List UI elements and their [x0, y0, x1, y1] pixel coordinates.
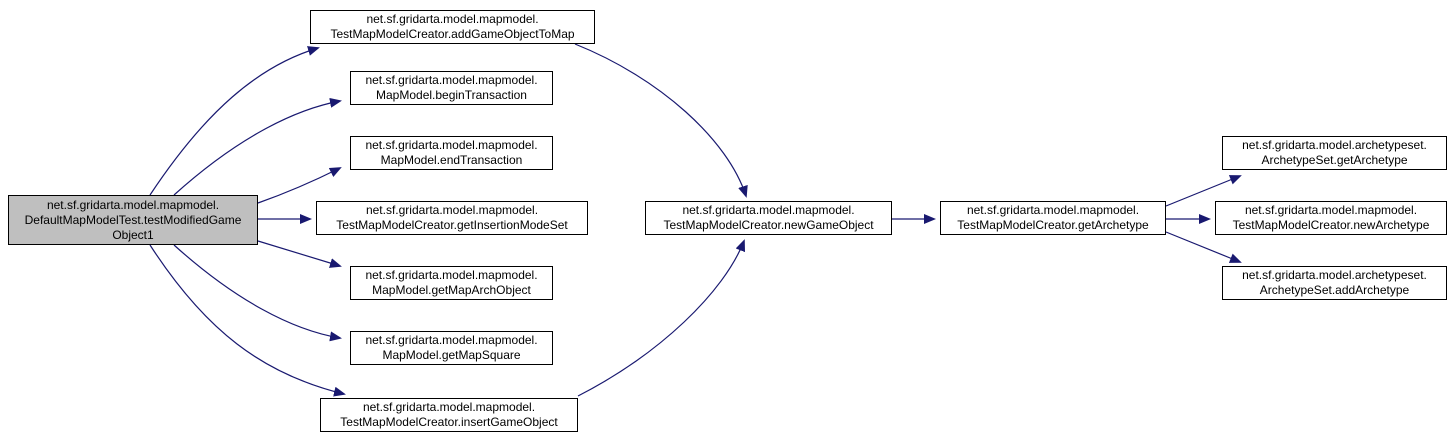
node-label-line: net.sf.gridarta.model.archetypeset.: [1242, 268, 1427, 282]
node-insertGameObject[interactable]: net.sf.gridarta.model.mapmodel. TestMapM…: [320, 398, 578, 432]
node-label-line: net.sf.gridarta.model.mapmodel.: [366, 12, 539, 26]
node-getInsertionModeSet[interactable]: net.sf.gridarta.model.mapmodel. TestMapM…: [316, 201, 588, 235]
node-label-line: MapModel.beginTransaction: [376, 88, 527, 102]
edge-getArchetype-archetypeSetAddArchetype: [1165, 231, 1242, 263]
node-label-line: MapModel.endTransaction: [380, 153, 523, 167]
edge-testModifiedGameObject1-addGameObjectToMap: [149, 46, 320, 196]
node-label-line: net.sf.gridarta.model.mapmodel.: [1244, 203, 1418, 217]
edge-testModifiedGameObject1-insertGameObject: [149, 244, 346, 397]
node-getMapSquare[interactable]: net.sf.gridarta.model.mapmodel. MapModel…: [350, 331, 553, 365]
node-label-line: net.sf.gridarta.model.archetypeset.: [1242, 138, 1427, 152]
node-label-line: net.sf.gridarta.model.mapmodel.: [365, 203, 539, 217]
node-label-line: TestMapModelCreator.insertGameObject: [340, 415, 558, 429]
node-label-line: net.sf.gridarta.model.mapmodel.: [682, 203, 855, 217]
node-label-line: net.sf.gridarta.model.mapmodel.: [46, 197, 220, 212]
edge-addGameObjectToMap-newGameObject: [574, 43, 748, 198]
node-label-line: TestMapModelCreator.getInsertionModeSet: [336, 218, 568, 232]
edge-insertGameObject-newGameObject: [577, 239, 745, 397]
node-label-line: net.sf.gridarta.model.mapmodel.: [365, 333, 538, 347]
node-label-line: TestMapModelCreator.newGameObject: [663, 218, 874, 232]
node-label-line: MapModel.getMapArchObject: [372, 283, 531, 297]
node-label-line: ArchetypeSet.getArchetype: [1261, 153, 1408, 167]
edge-testModifiedGameObject1-endTransaction: [257, 167, 342, 204]
node-label-line: net.sf.gridarta.model.mapmodel.: [365, 268, 538, 282]
edge-getArchetype-archetypeSetGetArchetype: [1165, 175, 1242, 207]
node-testModifiedGameObject1: net.sf.gridarta.model.mapmodel. DefaultM…: [8, 195, 258, 245]
node-getArchetype[interactable]: net.sf.gridarta.model.mapmodel. TestMapM…: [940, 201, 1166, 235]
node-newGameObject[interactable]: net.sf.gridarta.model.mapmodel. TestMapM…: [645, 201, 892, 235]
node-label-line: TestMapModelCreator.addGameObjectToMap: [330, 27, 575, 41]
edge-testModifiedGameObject1-getMapSquare: [173, 244, 342, 342]
node-label-line: net.sf.gridarta.model.mapmodel.: [362, 400, 536, 414]
node-getMapArchObject[interactable]: net.sf.gridarta.model.mapmodel. MapModel…: [350, 266, 553, 300]
node-addGameObjectToMap[interactable]: net.sf.gridarta.model.mapmodel. TestMapM…: [310, 10, 595, 44]
node-label-line: DefaultMapModelTest.testModifiedGame: [24, 212, 242, 227]
node-label-line: net.sf.gridarta.model.mapmodel.: [966, 203, 1140, 217]
node-label-line: net.sf.gridarta.model.mapmodel.: [365, 73, 538, 87]
node-label-line: TestMapModelCreator.newArchetype: [1232, 218, 1430, 232]
node-archetypeSetAddArchetype[interactable]: net.sf.gridarta.model.archetypeset. Arch…: [1222, 266, 1447, 300]
node-label-line: MapModel.getMapSquare: [382, 348, 521, 362]
node-label-line: TestMapModelCreator.getArchetype: [957, 218, 1149, 232]
edge-testModifiedGameObject1-getMapArchObject: [257, 240, 342, 268]
edge-testModifiedGameObject1-beginTransaction: [173, 97, 342, 196]
node-endTransaction[interactable]: net.sf.gridarta.model.mapmodel. MapModel…: [350, 136, 553, 170]
node-archetypeSetGetArchetype[interactable]: net.sf.gridarta.model.archetypeset. Arch…: [1222, 136, 1447, 170]
node-label-line: net.sf.gridarta.model.mapmodel.: [365, 138, 538, 152]
node-label-line: Object1: [112, 227, 154, 242]
node-newArchetype[interactable]: net.sf.gridarta.model.mapmodel. TestMapM…: [1215, 201, 1447, 235]
node-label-line: ArchetypeSet.addArchetype: [1259, 283, 1410, 297]
node-beginTransaction[interactable]: net.sf.gridarta.model.mapmodel. MapModel…: [350, 71, 553, 105]
